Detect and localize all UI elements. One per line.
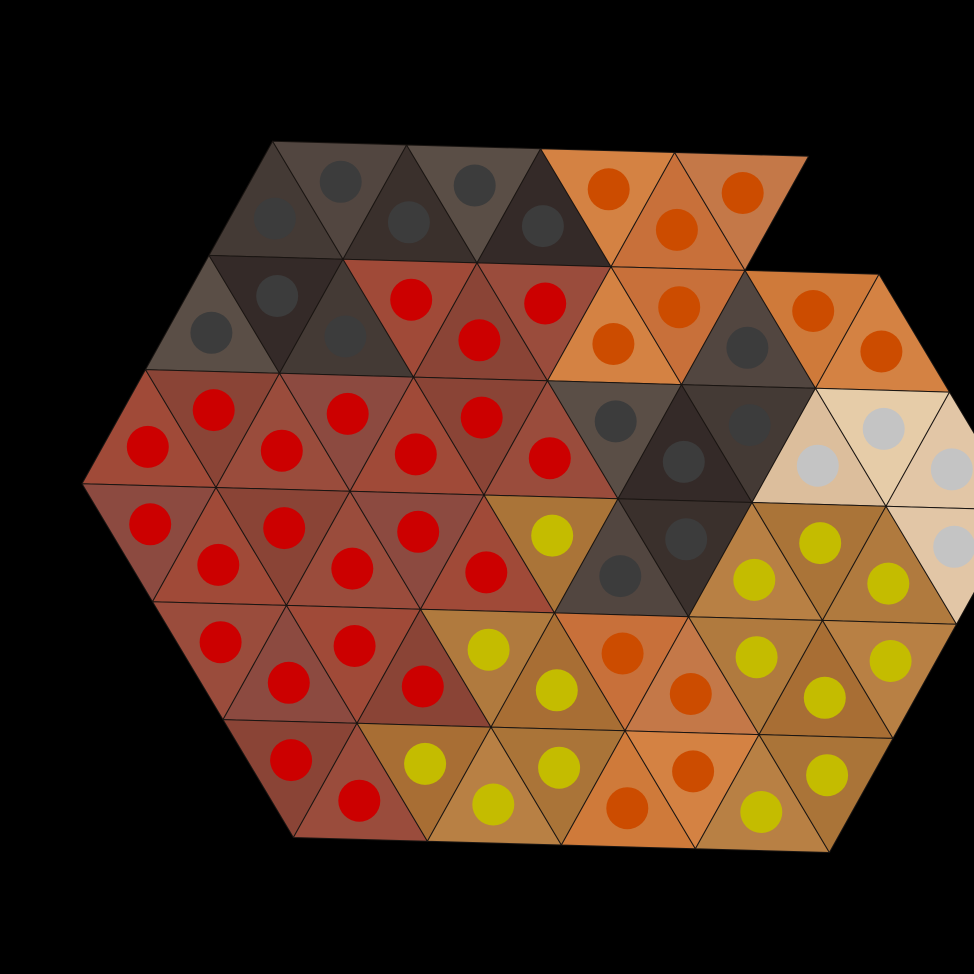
piece-yellow[interactable]: [467, 628, 510, 671]
piece-red[interactable]: [197, 543, 240, 586]
piece-dark[interactable]: [599, 555, 642, 598]
piece-yellow[interactable]: [806, 754, 849, 797]
piece-yellow[interactable]: [869, 640, 912, 682]
piece-orange[interactable]: [792, 290, 835, 332]
piece-red[interactable]: [331, 547, 374, 590]
piece-red[interactable]: [458, 319, 501, 362]
piece-red[interactable]: [390, 278, 433, 321]
piece-red[interactable]: [126, 425, 169, 468]
piece-dark[interactable]: [594, 400, 637, 443]
piece-yellow[interactable]: [740, 791, 783, 833]
piece-silver[interactable]: [933, 525, 974, 568]
piece-red[interactable]: [333, 625, 376, 667]
piece-red[interactable]: [263, 507, 306, 550]
piece-yellow[interactable]: [803, 676, 846, 719]
piece-red[interactable]: [199, 621, 242, 664]
piece-dark[interactable]: [319, 160, 362, 203]
piece-orange[interactable]: [658, 286, 701, 329]
piece-red[interactable]: [397, 510, 440, 553]
piece-dark[interactable]: [253, 197, 296, 240]
piece-red[interactable]: [192, 389, 235, 432]
piece-red[interactable]: [524, 282, 567, 325]
piece-dark[interactable]: [662, 440, 705, 483]
piece-dark[interactable]: [387, 201, 430, 244]
piece-red[interactable]: [326, 392, 369, 435]
piece-red[interactable]: [401, 665, 444, 708]
piece-red[interactable]: [338, 779, 381, 822]
piece-dark[interactable]: [726, 326, 769, 369]
piece-dark[interactable]: [324, 315, 367, 358]
piece-dark[interactable]: [256, 275, 299, 317]
board-cells: [81, 140, 974, 853]
piece-red[interactable]: [528, 437, 571, 480]
piece-red[interactable]: [394, 433, 437, 476]
piece-dark[interactable]: [728, 404, 771, 447]
piece-dark[interactable]: [521, 205, 564, 248]
piece-orange[interactable]: [606, 787, 649, 830]
piece-orange[interactable]: [669, 673, 712, 715]
piece-yellow[interactable]: [735, 636, 778, 679]
piece-yellow[interactable]: [799, 522, 842, 565]
piece-dark[interactable]: [665, 518, 708, 561]
piece-red[interactable]: [260, 429, 303, 472]
piece-yellow[interactable]: [733, 558, 776, 601]
piece-yellow[interactable]: [472, 783, 515, 826]
piece-yellow[interactable]: [531, 514, 574, 557]
piece-orange[interactable]: [601, 632, 644, 675]
piece-silver[interactable]: [930, 448, 973, 491]
piece-yellow[interactable]: [867, 562, 910, 605]
piece-dark[interactable]: [190, 311, 233, 354]
piece-yellow[interactable]: [535, 669, 578, 712]
piece-red[interactable]: [460, 396, 503, 439]
piece-red[interactable]: [267, 661, 310, 704]
piece-orange[interactable]: [721, 172, 764, 214]
piece-silver[interactable]: [862, 407, 905, 450]
piece-orange[interactable]: [587, 168, 630, 211]
piece-orange[interactable]: [860, 330, 903, 373]
piece-yellow[interactable]: [538, 746, 581, 789]
piece-silver[interactable]: [796, 444, 839, 487]
piece-orange[interactable]: [592, 323, 635, 365]
piece-orange[interactable]: [655, 208, 698, 251]
piece-red[interactable]: [465, 551, 508, 594]
piece-yellow[interactable]: [404, 742, 447, 785]
piece-orange[interactable]: [672, 750, 715, 793]
piece-dark[interactable]: [453, 164, 496, 207]
piece-red[interactable]: [129, 503, 172, 546]
piece-red[interactable]: [270, 739, 313, 782]
